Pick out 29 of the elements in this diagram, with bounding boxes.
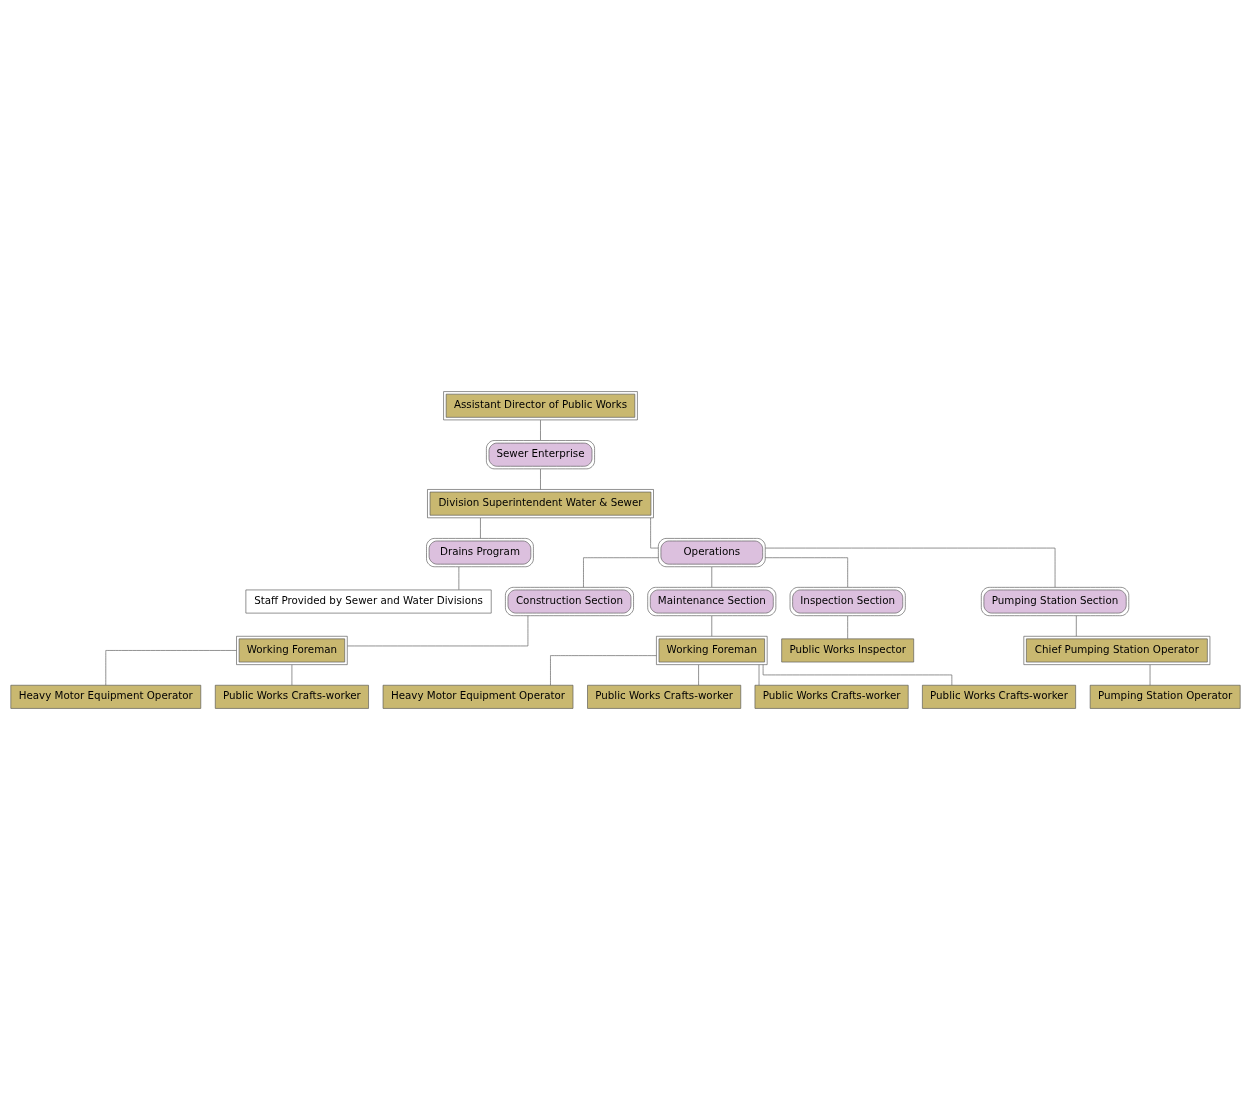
node-box: Staff Provided by Sewer and Water Divisions [245, 589, 492, 614]
connector [583, 557, 659, 588]
connector [711, 566, 713, 588]
connector [105, 650, 237, 686]
node-box: Heavy Motor Equipment Operator [10, 684, 202, 709]
connector [765, 557, 848, 588]
connector [480, 517, 481, 539]
connector [847, 615, 848, 639]
connector [765, 547, 1056, 588]
connector [540, 468, 541, 490]
node-box: Public Works Crafts-worker [587, 684, 742, 709]
connector [698, 664, 699, 686]
connector [540, 419, 541, 441]
node-box: Public Works Crafts-worker [214, 684, 369, 709]
connector [1149, 664, 1151, 686]
node-box: Public Works Crafts-worker [754, 684, 909, 709]
connector [291, 664, 293, 686]
connector [458, 566, 460, 590]
node-box: Heavy Motor Equipment Operator [382, 684, 574, 709]
connector [1076, 615, 1077, 637]
connector [550, 655, 657, 686]
connector [762, 664, 953, 686]
node-box: Public Works Inspector [781, 638, 914, 663]
connector [347, 615, 529, 647]
connector [711, 615, 713, 637]
connector [758, 664, 760, 686]
connector [650, 517, 659, 549]
node-box: Pumping Station Operator [1089, 684, 1241, 709]
node-box: Public Works Crafts-worker [922, 684, 1076, 709]
